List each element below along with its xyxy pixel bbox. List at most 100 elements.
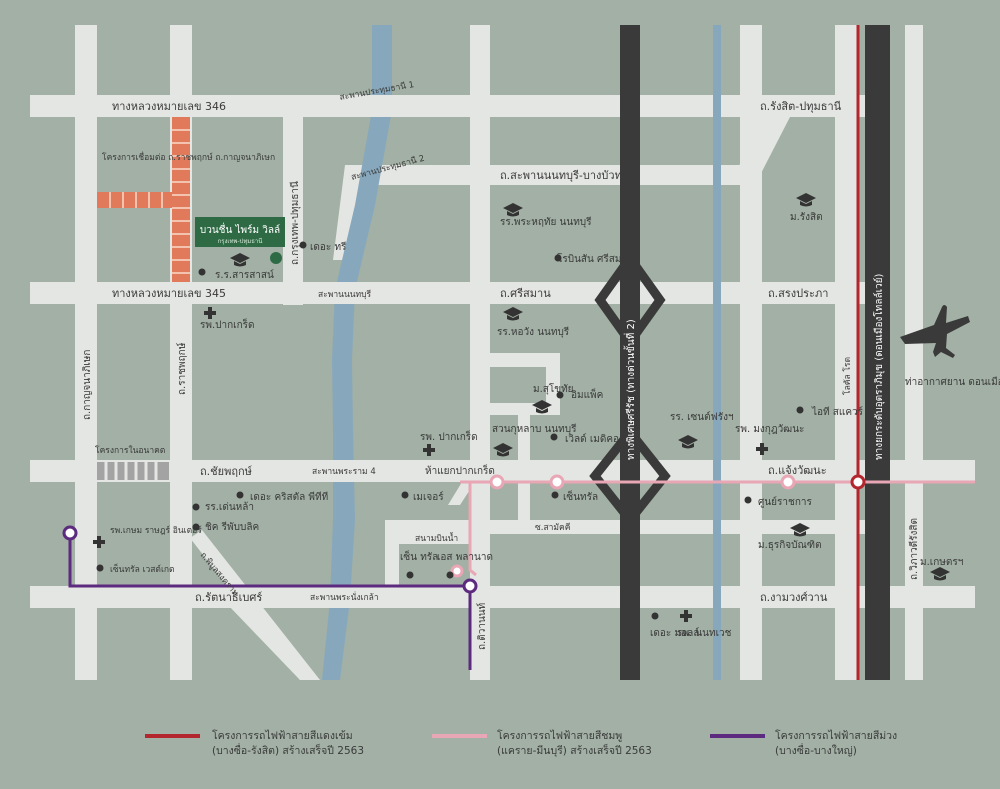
location-dot-icon	[446, 571, 454, 579]
road-hwy346	[30, 95, 865, 117]
label-vibhavadi: ถ.วิภาวดีรังสิต	[908, 518, 920, 580]
purple-station-west	[62, 525, 78, 541]
label-govt-center: ศูนย์ราชการ	[758, 496, 812, 508]
road-diagonal-rangsit	[730, 117, 790, 185]
airplane-icon	[900, 305, 970, 358]
label-the-tree: เดอะ ทรี	[310, 241, 347, 253]
label-impact: อิมแพ็ค	[571, 387, 603, 401]
label-denla: รร.เด่นหล้า	[205, 501, 254, 513]
graduation-cap-icon	[503, 203, 523, 217]
location-dot-icon	[192, 523, 200, 531]
location-dot-icon	[192, 503, 200, 511]
label-it-square: ไอที สแควร์	[811, 406, 864, 418]
label-kasetsart: ม.เกษตรฯ	[920, 557, 963, 568]
hospital-cross-icon	[204, 307, 216, 319]
graduation-cap-icon	[503, 307, 523, 321]
label-sapan-nonburi: ถ.สะพานนนทบุรี-บางบัวทอง	[500, 169, 634, 182]
hospital-cross-icon	[423, 444, 435, 456]
bridge-phraram4	[310, 460, 380, 482]
expressway-interchange-north	[594, 250, 666, 350]
label-crystal-park: เดอะ คริสตัล พีทีที	[250, 491, 328, 503]
label-rangsit-u: ม.รังสิต	[790, 212, 823, 223]
graduation-cap-icon	[796, 193, 816, 207]
label-krungthep-pathum: ถ.กรุงเทพ-ปทุมธานี	[289, 181, 301, 265]
label-world-medical: เวิลด์ เมดิคอล	[565, 433, 625, 445]
label-pakkret-junction: ห้าแยกปากเกร็ด	[425, 463, 495, 477]
pink-station-govt	[780, 474, 796, 490]
hospital-cross-icon	[93, 536, 105, 548]
label-ngamwongwan: ถ.งามวงศ์วาน	[760, 591, 828, 604]
road-chaiyaphruek	[30, 460, 975, 482]
road-sanambinnam	[385, 532, 475, 544]
label-chaiyaphruek: ถ.ชัยพฤกษ์	[200, 465, 252, 478]
label-songprapa: ถ.สรงประภา	[768, 287, 828, 300]
legend-purple-1: โครงการรถไฟฟ้าสายสีม่วง	[775, 729, 897, 742]
location-dot-icon	[299, 241, 307, 249]
label-the-mall: เดอะ มอลล์	[650, 627, 699, 639]
red-pink-interchange	[850, 474, 866, 490]
label-bridge-phraram4: สะพานพระราม 4	[312, 467, 376, 477]
road-sanambinnam-vertical	[385, 532, 399, 587]
label-don-mueang: ท่าอากาศยาน ดอนเมือง	[905, 376, 1000, 388]
location-dot-icon	[550, 433, 558, 441]
bridge-pathum1	[325, 95, 405, 117]
purple-station-ratanathibet	[462, 578, 478, 594]
label-dhurakij: ม.ธุรกิจบัณฑิต	[758, 540, 822, 551]
label-rangsit-pathum: ถ.รังสิต-ปทุมธานี	[760, 100, 842, 113]
legend-pink-1: โครงการรถไฟฟ้าสายสีชมพู	[497, 729, 622, 742]
road-sapan-nonburi	[345, 165, 740, 185]
label-st-francis: รร. เซนต์ฟรังฯ	[670, 411, 734, 423]
label-sarasas: ร.ร.สารสาสน์	[215, 269, 274, 281]
graduation-cap-icon	[930, 567, 950, 581]
road-vibhavadi-left	[740, 25, 762, 680]
road-ratanathibet	[30, 586, 975, 608]
label-ratanathibet: ถ.รัตนาธิเบศร์	[195, 591, 262, 604]
road-bridge-connector	[333, 165, 365, 260]
hospital-cross-icon	[756, 443, 768, 455]
label-chic-republic: ชิค รีพับบลิค	[205, 521, 259, 533]
project-brand-name: บวนชื่น ไพร์ม วิลล์	[200, 222, 280, 236]
location-dot-icon	[796, 406, 804, 414]
label-westgate: เซ็นทรัล เวสต์เกต	[110, 563, 175, 575]
pink-station-sanambinnam	[450, 564, 464, 578]
project-brand-sub: กรุงเทพ-ปทุมธานี	[218, 237, 263, 245]
legend-purple-2: (บางซื่อ-บางใหญ่)	[775, 743, 857, 757]
label-connect-project: โครงการเชื่อมต่อ ถ.ราชพฤกษ์ ถ.กาญจนาภิเษ…	[102, 151, 275, 163]
road-tiwanon	[470, 25, 490, 680]
location-dot-icon	[96, 564, 104, 572]
expressway-interchange-south	[589, 424, 671, 528]
label-stu: ม.สุโขทัย	[533, 382, 574, 395]
label-major: เมเจอร์	[413, 491, 444, 503]
label-bridge-phranangklao: สะพานพระนั่งเกล้า	[310, 591, 379, 603]
location-dot-icon	[551, 491, 559, 499]
label-phrahruthai: รร.พระหฤทัย นนทบุรี	[500, 216, 592, 228]
location-dot-icon	[236, 491, 244, 499]
canal-prapa	[713, 25, 721, 680]
connect-project-brick	[97, 117, 190, 282]
graduation-cap-icon	[230, 253, 250, 267]
label-local-road: โลคัล โรด	[842, 357, 853, 395]
road-tiwanon-link	[190, 530, 320, 680]
label-nonthavej: รพ. นนทเวช	[677, 628, 732, 639]
graduation-cap-icon	[532, 400, 552, 414]
road-chaengwattana-link	[228, 605, 320, 680]
purple-line-track	[68, 533, 472, 670]
label-suan-kulab: สวนกุหลาบ นนทบุรี	[492, 423, 577, 435]
graduation-icons	[230, 193, 950, 581]
pink-station-pakkret	[489, 474, 505, 490]
location-dot-icon	[554, 254, 562, 262]
bridge-nonthaburi	[320, 282, 390, 304]
label-central-center: เซ็นทรัล	[563, 489, 598, 503]
label-pakkret-hosp2: รพ. ปากเกร็ด	[420, 429, 478, 443]
label-mahawang: รร.หอวัง นนทบุรี	[497, 326, 570, 338]
label-ratchaphruek: ถ.ราชพฤกษ์	[176, 342, 188, 395]
label-srisaman: ถ.ศรีสมาน	[500, 287, 551, 300]
label-future-project: โครงการในอนาคต	[95, 445, 165, 456]
graduation-cap-icon	[493, 443, 513, 457]
location-dot-icon	[744, 496, 752, 504]
location-dots	[96, 241, 804, 620]
legend-pink-2: (แคราย-มีนบุรี) สร้างเสร็จปี 2563	[497, 743, 652, 757]
label-esplanade: เอส พลานาด	[437, 552, 493, 563]
label-kanchana: ถ.กาญจนาภิเษก	[82, 350, 93, 420]
